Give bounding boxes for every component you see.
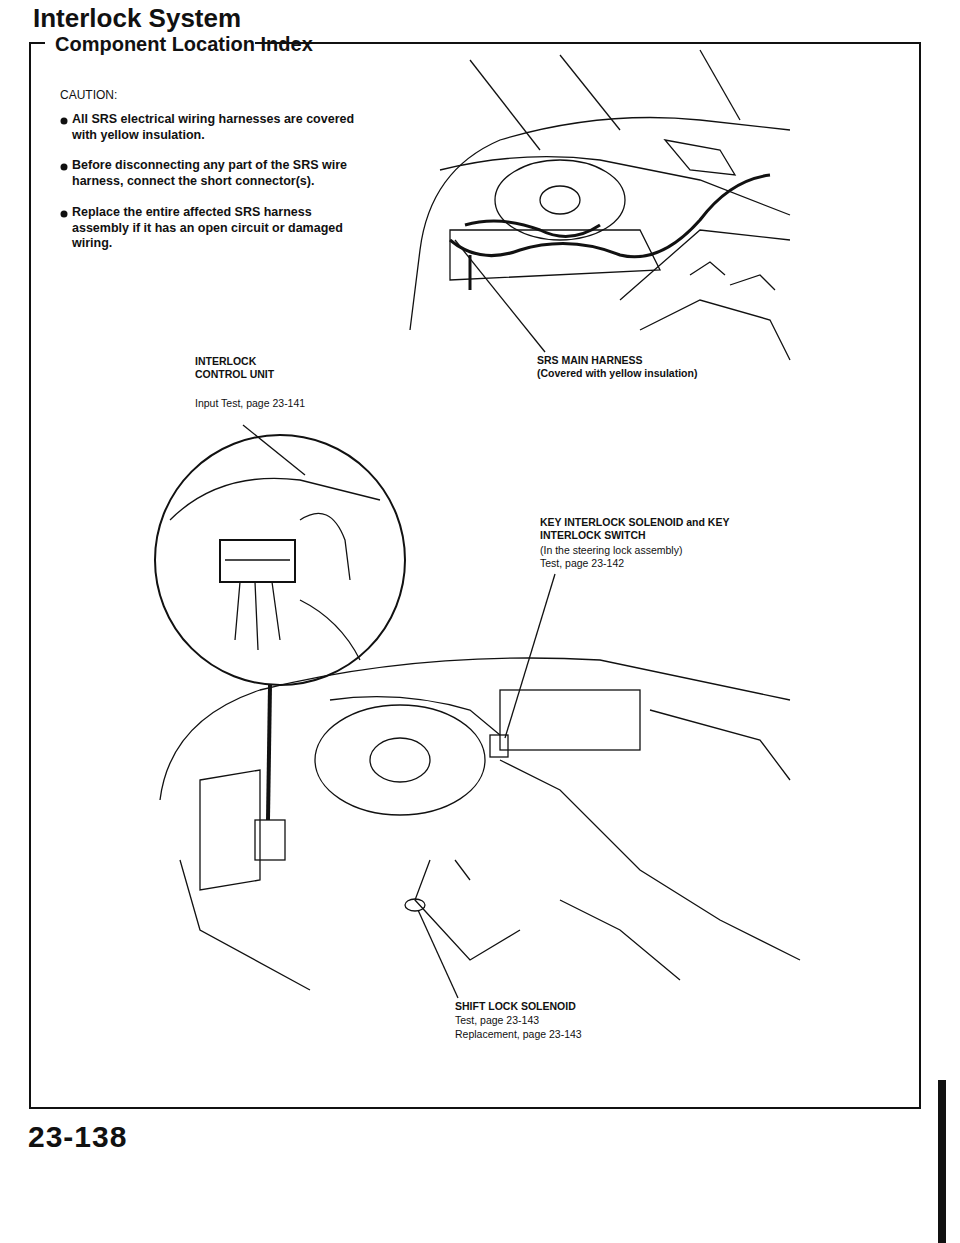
caution-heading: CAUTION: xyxy=(60,88,260,103)
part-name: INTERLOCK CONTROL UNIT xyxy=(195,355,300,381)
magnified-view xyxy=(155,435,405,685)
test-reference: Test, page 23-142 xyxy=(540,557,740,570)
test-reference: Test, page 23-143 xyxy=(455,1014,655,1027)
part-name: SHIFT LOCK SOLENOID xyxy=(455,1000,655,1013)
part-note: (Covered with yellow insulation) xyxy=(537,367,767,380)
caution-note: Before disconnecting any part of the SRS… xyxy=(72,158,367,189)
leader-line xyxy=(268,685,270,820)
lower-dashboard xyxy=(160,658,800,990)
leader-line xyxy=(243,240,555,998)
caution-note: All SRS electrical wiring harnesses are … xyxy=(72,112,367,143)
page-frame xyxy=(30,43,946,1243)
page-number: 23-138 xyxy=(28,1118,228,1156)
part-name: SRS MAIN HARNESS xyxy=(537,354,717,367)
subtitle: Component Location Index xyxy=(55,32,455,57)
upper-dashboard xyxy=(410,50,790,360)
caution-note: Replace the entire affected SRS harness … xyxy=(72,205,367,252)
part-name: KEY INTERLOCK SOLENOID and KEY INTERLOCK… xyxy=(540,516,740,542)
test-reference: Replacement, page 23-143 xyxy=(455,1028,675,1041)
test-reference: Input Test, page 23-141 xyxy=(195,397,365,410)
bullet xyxy=(61,118,68,218)
part-note: (In the steering lock assembly) xyxy=(540,544,770,557)
page-title: Interlock System xyxy=(33,2,433,35)
srs-harness xyxy=(450,175,770,290)
